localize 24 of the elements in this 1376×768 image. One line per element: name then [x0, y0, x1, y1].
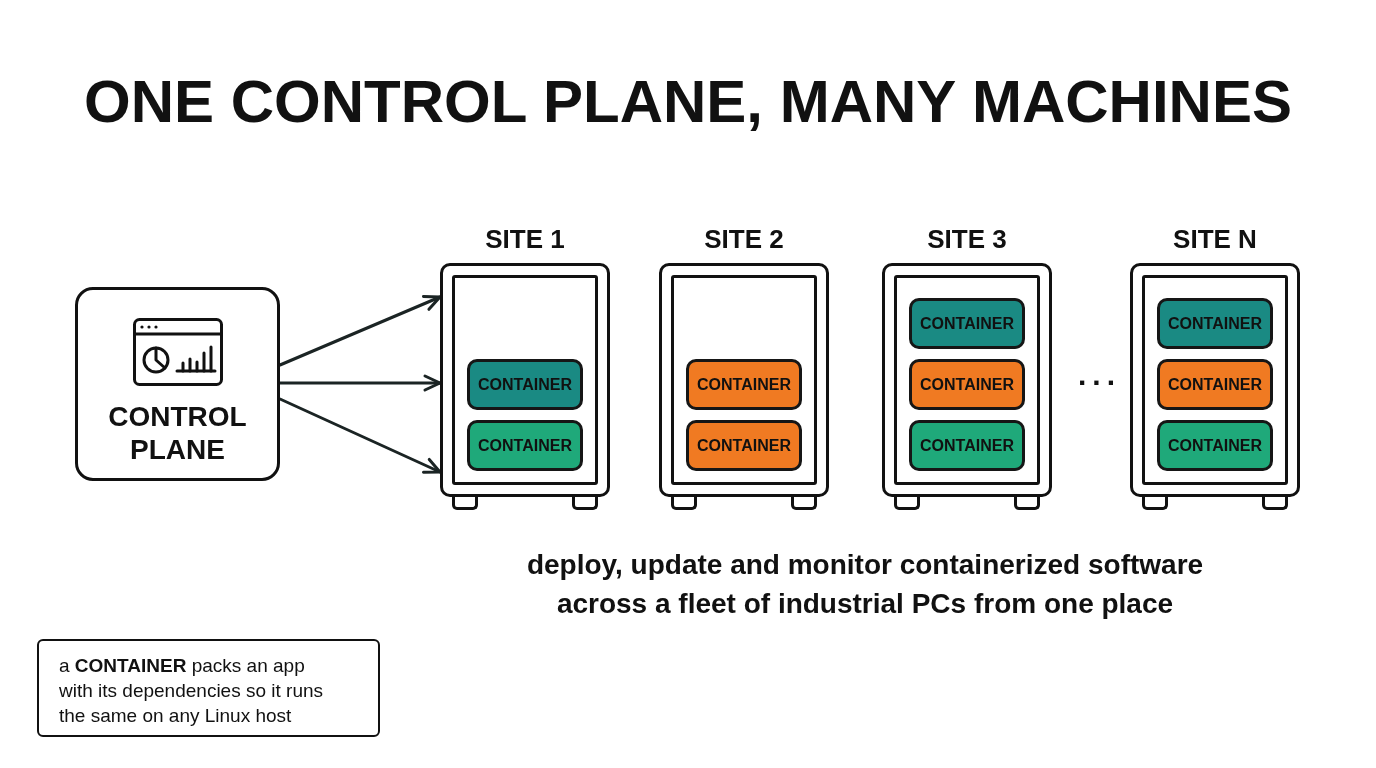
container-block: CONTAINER	[909, 298, 1025, 349]
site-heading: SITE 2	[703, 224, 785, 254]
container-block: CONTAINER	[686, 420, 802, 471]
ellipsis: ...	[1078, 360, 1121, 390]
site-heading: SITE 3	[926, 224, 1008, 254]
note-panel	[37, 639, 380, 737]
site-heading: SITE 1	[484, 224, 566, 254]
note-text: a CONTAINER packs an app with its dependencies so it runs the same on any Linux host	[59, 654, 325, 728]
container-block: CONTAINER	[1157, 420, 1273, 471]
container-block: CONTAINER	[686, 359, 802, 410]
container-block: CONTAINER	[1157, 298, 1273, 349]
diagram-title: ONE CONTROL PLANE, MANY MACHINES	[83, 72, 1293, 132]
container-block: CONTAINER	[909, 359, 1025, 410]
container-block: CONTAINER	[1157, 359, 1273, 410]
container-block: CONTAINER	[467, 359, 583, 410]
container-block: CONTAINER	[909, 420, 1025, 471]
arrow	[278, 397, 442, 474]
caption-text: deploy, update and monitor containerized software across a fleet of industrial PCs from one place	[525, 548, 1205, 621]
arrow	[278, 374, 442, 392]
control-plane-panel	[75, 287, 280, 481]
arrow	[278, 294, 442, 367]
node-label: CONTROL PLANE	[107, 400, 248, 466]
container-block: CONTAINER	[467, 420, 583, 471]
site-heading: SITE N	[1172, 224, 1258, 254]
